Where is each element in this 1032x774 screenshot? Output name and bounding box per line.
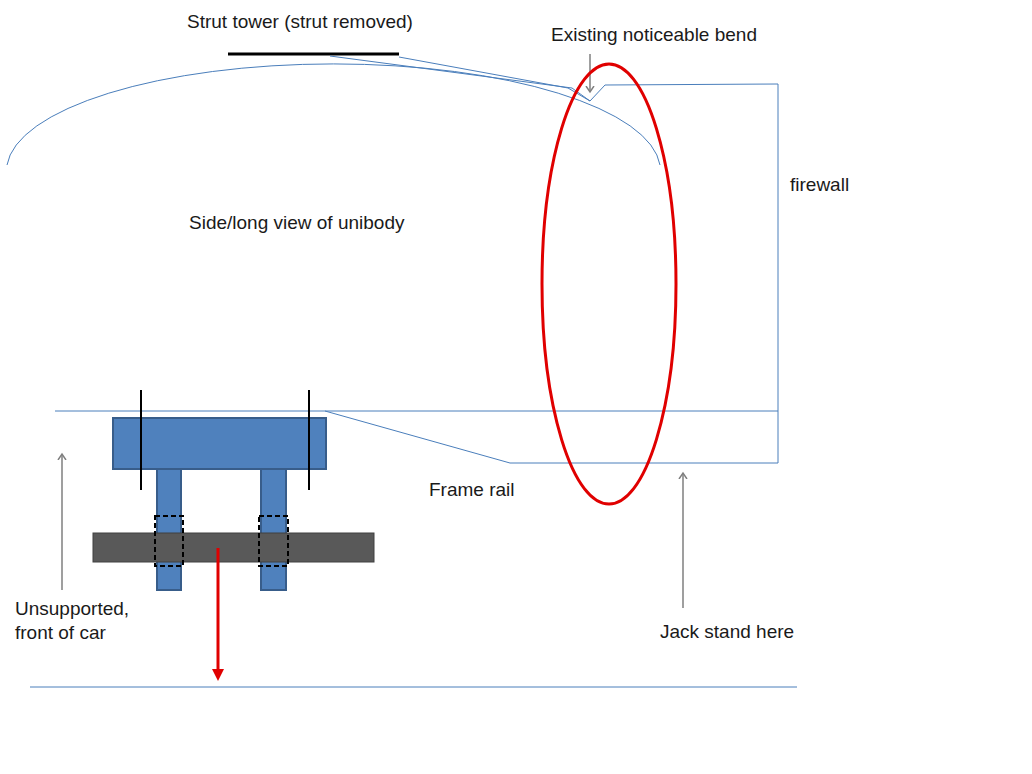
dashed-outline: [259, 516, 288, 566]
note-label: Jack stand here: [660, 620, 794, 644]
force-arrow: [217, 548, 220, 676]
crossmember-bar: [93, 533, 374, 562]
callout-label: Existing noticeable bend: [551, 23, 757, 47]
pointer-arrow: [682, 474, 684, 608]
subframe-post: [261, 469, 286, 590]
upper-rail: [330, 56, 778, 101]
part-label: firewall: [790, 173, 849, 197]
subframe-post: [157, 469, 181, 590]
part-label: Frame rail: [429, 478, 515, 502]
upper-rail-edge: [399, 57, 590, 101]
subframe-block: [113, 418, 326, 469]
highlight-ellipse: [542, 64, 676, 504]
note-label: Unsupported, front of car: [15, 597, 145, 645]
mount-bolt: [308, 390, 310, 490]
dashed-outline: [155, 516, 183, 566]
frame-rail-top: [55, 411, 778, 412]
frame-rail-bottom: [325, 411, 778, 463]
part-label: Strut tower (strut removed): [187, 10, 413, 34]
firewall-line: [778, 84, 779, 463]
view-label: Side/long view of unibody: [189, 211, 404, 235]
strut-tower-bar: [228, 53, 399, 56]
pointer-arrow: [61, 455, 63, 590]
unibody-arc: [7, 64, 660, 165]
mount-bolt: [140, 390, 142, 490]
ground-line: [30, 687, 797, 688]
